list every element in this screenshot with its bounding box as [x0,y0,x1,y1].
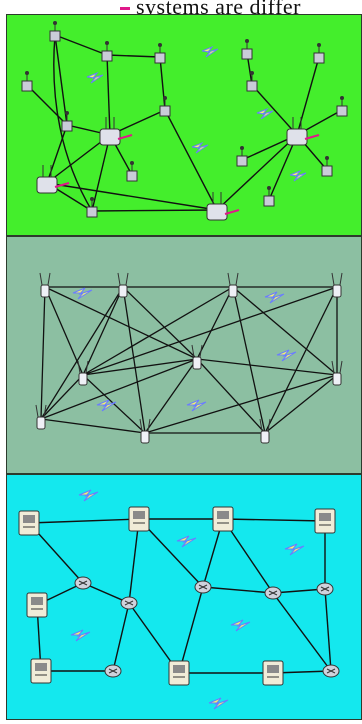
bolt-icons [86,45,307,182]
antenna-node-icons [35,272,343,444]
caption-mark [120,7,130,11]
network-links [26,34,343,212]
mesh-links [40,286,338,434]
bottom-strip [0,720,362,724]
bolt-icons [70,489,305,710]
computer-icons [18,506,336,686]
cluster-head-icons [36,117,320,221]
panel-background [7,237,361,473]
panel-wired-network [6,474,362,720]
antenna-node-icons [21,21,348,218]
mesh-network-diagram [7,237,361,473]
bolt-icons [72,287,297,412]
clustered-network-diagram [7,15,361,235]
router-icons [74,576,340,678]
panel-mesh-network [6,236,362,474]
wired-network-diagram [7,475,361,719]
panel-clustered-network [6,14,362,236]
